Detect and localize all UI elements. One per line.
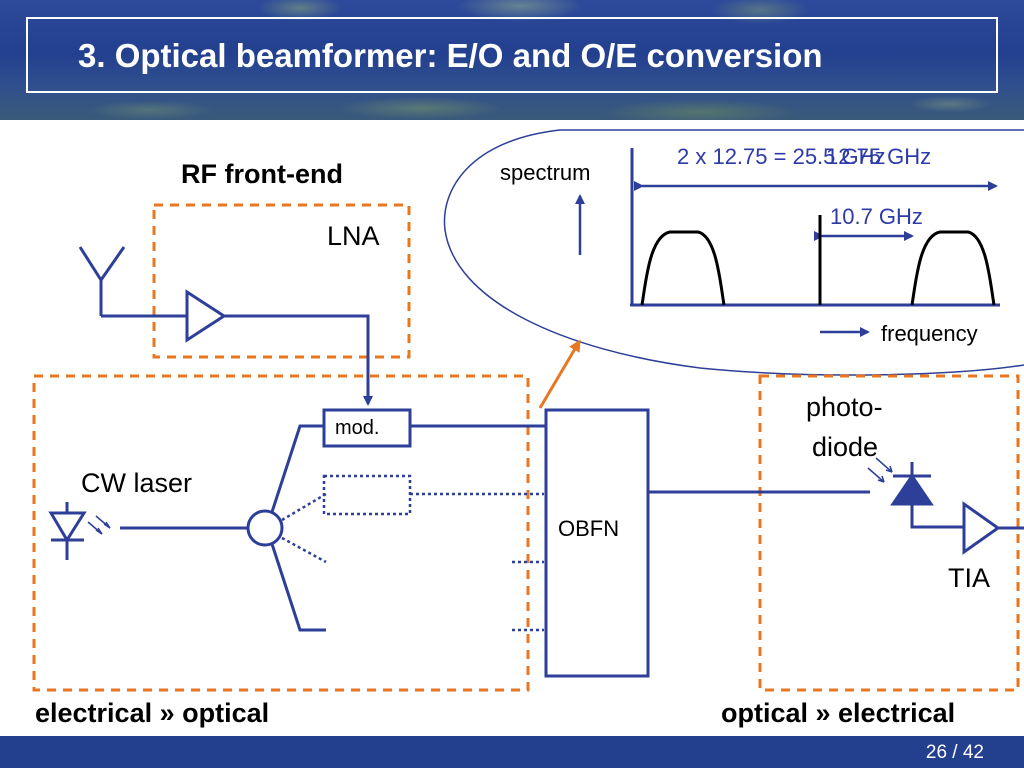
modulator-label: mod.	[335, 417, 380, 439]
bandwidth-label: 2 x 12.75 = 25.5 GHz	[677, 144, 886, 169]
incoming-light-icon	[867, 457, 893, 483]
antenna-icon	[78, 246, 126, 316]
eo-conversion-box	[32, 374, 530, 692]
inset-pointer-arrow	[538, 339, 581, 409]
spectrum-label: spectrum	[500, 160, 591, 185]
branch-dotted-1	[281, 492, 327, 522]
page-number: 26 / 42	[925, 742, 984, 763]
laser-diode-icon	[48, 502, 87, 560]
oe-conversion-box	[758, 374, 1020, 692]
frequency-label: frequency	[881, 321, 978, 346]
slide-header: 3. Optical beamformer: E/O and O/E conve…	[0, 0, 1024, 120]
optical-to-electrical-label: optical » electrical	[721, 698, 956, 728]
branch-dotted-2	[281, 536, 327, 564]
modulator-box	[322, 408, 412, 448]
photodiode-label-line2: diode	[812, 432, 879, 462]
obfn-box	[544, 408, 650, 678]
lna-label: LNA	[327, 221, 380, 251]
branch-top	[270, 424, 326, 513]
tia-amplifier-icon	[962, 501, 1001, 555]
cw-laser-label: CW laser	[81, 468, 193, 498]
title-frame	[26, 17, 998, 93]
offset-label: 10.7 GHz	[830, 204, 923, 229]
rf-front-end-box	[152, 203, 411, 359]
sideband-right	[910, 230, 996, 306]
laser-emission-icon	[87, 515, 111, 535]
overlap-label: 12.75 GHz	[826, 144, 932, 169]
rf-front-end-label: RF front-end	[181, 159, 343, 189]
spectrum-inset-ellipse	[443, 129, 1024, 376]
header-background-photo	[0, 0, 1024, 120]
optical-splitter-icon	[246, 509, 284, 547]
photodiode-icon	[890, 462, 964, 529]
branch-bottom	[270, 543, 326, 632]
slide-title: 3. Optical beamformer: E/O and O/E conve…	[78, 37, 823, 74]
lna-amplifier-icon	[185, 289, 227, 343]
electrical-to-optical-label: electrical » optical	[35, 698, 270, 728]
photodiode-label-line1: photo-	[806, 392, 883, 422]
obfn-label: OBFN	[558, 516, 620, 541]
lna-to-modulator-wire	[224, 314, 373, 406]
sideband-left	[640, 230, 726, 306]
tia-label: TIA	[948, 563, 991, 593]
modulator-box-dotted	[322, 474, 412, 516]
slide-footer	[0, 736, 1024, 768]
